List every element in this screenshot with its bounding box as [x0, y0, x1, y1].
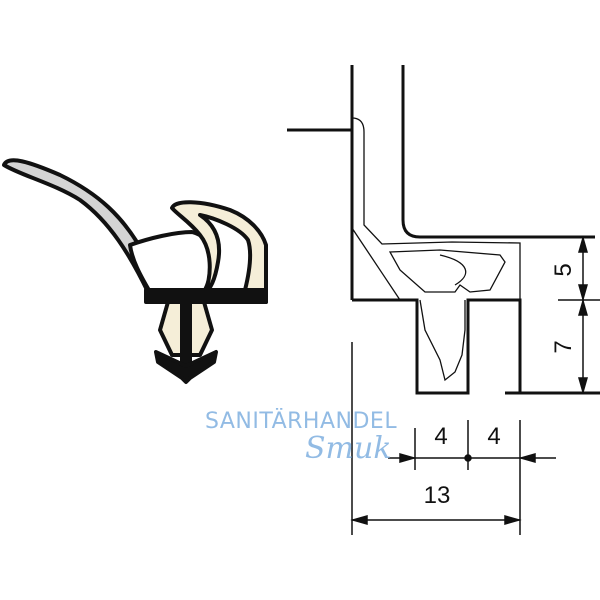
- seal-profile-illustration: [2, 158, 268, 384]
- dimension-width-right: 4: [487, 423, 500, 450]
- seal-arrow-tip: [154, 350, 218, 384]
- dimension-height-lower: 7: [550, 340, 577, 353]
- horizontal-dimension: [350, 342, 556, 535]
- vertical-dimension: [558, 235, 600, 395]
- sealing-lip: [2, 158, 162, 294]
- installed-seal-outline: [351, 117, 521, 382]
- watermark-line2: Smuk: [305, 431, 392, 466]
- watermark-logo: SANITÄRHANDEL Smuk: [205, 408, 397, 466]
- watermark-line1: SANITÄRHANDEL: [205, 408, 397, 434]
- seal-base: [144, 288, 268, 304]
- dimension-width-total: 13: [424, 482, 451, 509]
- dimension-width-left: 4: [434, 423, 447, 450]
- seal-hook: [170, 200, 268, 304]
- dimension-height-upper: 5: [550, 263, 577, 276]
- seal-stem: [180, 300, 192, 375]
